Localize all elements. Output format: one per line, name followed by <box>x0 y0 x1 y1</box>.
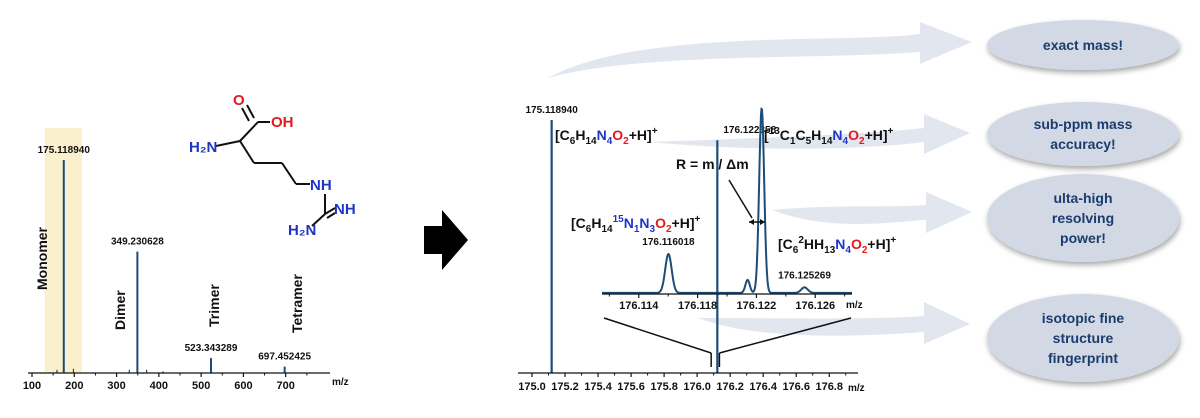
right-arrow-icon <box>424 210 468 270</box>
x-tick-label: 176.8 <box>815 381 843 393</box>
x-tick-label: 600 <box>234 380 252 392</box>
formula-2h-isotope: [C62HH13N4O2+H]+ <box>778 235 896 256</box>
x-tick-label: 175.0 <box>518 381 546 393</box>
feature-bubble: ulta-high resolving power! <box>987 174 1179 262</box>
x-tick-label: 200 <box>65 380 83 392</box>
x-tick-label: 176.6 <box>782 381 810 393</box>
atom-o: O <box>233 92 245 109</box>
inset-peak-label: 176.125269 <box>778 270 831 281</box>
inset-x-tick-label: 176.122 <box>737 300 777 312</box>
x-tick-label: 176.0 <box>683 381 711 393</box>
arginine-structure <box>215 104 336 227</box>
x-tick-label: 500 <box>192 380 210 392</box>
peak-label: 523.343289 <box>185 343 238 354</box>
isotopic-fine-structure-inset: 176.114 176.118 176.122 176.126 176.116018 1… <box>602 106 863 312</box>
x-tick-label: 700 <box>277 380 295 392</box>
formula-monoisotopic: [C6H14N4O2+H]+ <box>555 126 658 147</box>
feature-bubble: sub-ppm mass accuracy! <box>987 102 1179 166</box>
inset-x-tick-label: 176.118 <box>678 300 717 312</box>
inset-x-tick-label: 176.126 <box>795 300 835 312</box>
bubble-text: fingerprint <box>1048 350 1118 366</box>
x-axis-label: m/z <box>332 377 349 388</box>
inset-x-axis-label: m/z <box>846 300 863 311</box>
annotation-trimer: Trimer <box>206 284 222 327</box>
x-tick-label: 300 <box>107 380 125 392</box>
x-tick-label: 100 <box>23 380 41 392</box>
x-tick-label: 175.2 <box>551 381 579 393</box>
formula-13c-isotope: [13C1C5H14N4O2+H]+ <box>764 126 894 147</box>
resolution-label: R = m / Δm <box>676 156 749 172</box>
x-tick-label: 175.6 <box>617 381 645 393</box>
atom-h2n: H₂N <box>189 139 217 156</box>
peak-label: 175.118940 <box>38 145 91 156</box>
feature-bubbles: exact mass! sub-ppm mass accuracy! ulta-hig… <box>987 20 1179 382</box>
x-tick-label: 175.8 <box>650 381 678 393</box>
bubble-text: isotopic fine <box>1042 310 1125 326</box>
x-tick-label: 400 <box>150 380 168 392</box>
bubble-text: ulta-high <box>1053 190 1112 206</box>
bubble-text: structure <box>1053 330 1114 346</box>
x-tick-label: 176.4 <box>749 381 777 393</box>
feature-bubble: isotopic fine structure fingerprint <box>987 294 1179 382</box>
formula-15n-isotope: [C6H1415N1N3O2+H]+ <box>571 214 701 235</box>
x-axis-label: m/z <box>848 383 865 394</box>
bubble-text: sub-ppm mass <box>1034 116 1133 132</box>
molecule-atom-labels: O OH H₂N NH NH H₂N <box>189 92 356 239</box>
peak-label: 175.118940 <box>525 105 578 116</box>
bubble-text: accuracy! <box>1050 136 1115 152</box>
annotation-monomer: Monomer <box>34 226 50 290</box>
annotation-dimer: Dimer <box>112 290 128 330</box>
overview-mass-spectrum: 175.118940 349.230628 523.343289 697.452425… <box>23 128 349 392</box>
atom-nh: NH <box>310 177 332 194</box>
bubble-text: power! <box>1060 230 1106 246</box>
zoom-connector <box>603 317 852 367</box>
atom-h2n-bottom: H₂N <box>288 222 316 239</box>
inset-x-tick-label: 176.114 <box>619 300 659 312</box>
inset-peak-label: 176.116018 <box>642 237 695 248</box>
annotation-tetramer: Tetramer <box>289 274 305 333</box>
peak-label: 697.452425 <box>258 352 311 363</box>
zoomed-mass-spectrum: 175.118940 176.122358 175.0 175.2 175.4 175.… <box>518 105 896 394</box>
atom-oh: OH <box>271 114 294 131</box>
peak-label: 176.122358 <box>723 125 776 136</box>
x-tick-label: 175.4 <box>584 381 612 393</box>
peak-label: 349.230628 <box>111 237 164 248</box>
curved-arrow <box>648 114 970 154</box>
curved-arrow <box>772 192 972 233</box>
inset-trace <box>602 106 852 294</box>
x-tick-label: 176.2 <box>716 381 744 393</box>
curved-arrow <box>548 22 972 78</box>
resolution-annotation: R = m / Δm <box>676 156 765 225</box>
atom-eq-nh: NH <box>334 201 356 218</box>
bubble-text: resolving <box>1052 210 1114 226</box>
feature-bubble: exact mass! <box>987 20 1179 70</box>
bubble-text: exact mass! <box>1043 37 1123 53</box>
